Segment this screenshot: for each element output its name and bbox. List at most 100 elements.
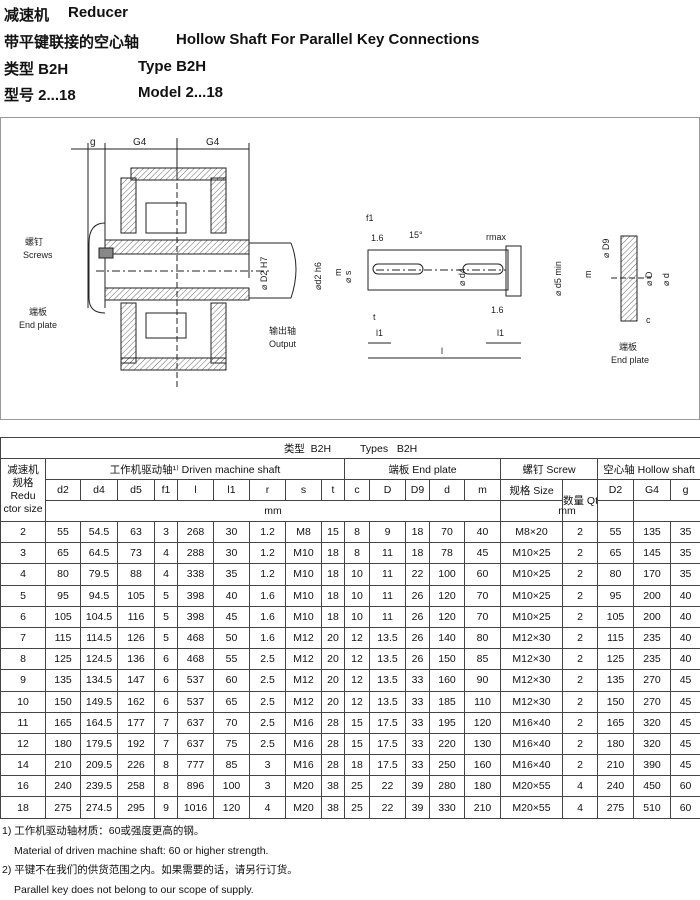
table-cell: 54.5	[81, 522, 118, 543]
table-cell: 45	[214, 606, 250, 627]
roughness-1: 1.6	[371, 233, 384, 243]
table-cell: 135	[634, 522, 671, 543]
table-cell: 35	[671, 522, 700, 543]
dim-D: ⌀ D	[644, 271, 654, 286]
table-cell: 398	[178, 606, 214, 627]
table-cell: 180	[46, 733, 81, 754]
col-header: s	[286, 480, 322, 501]
table-cell: 10	[1, 691, 46, 712]
table-cell: 120	[430, 606, 465, 627]
table-cell: 12	[1, 733, 46, 754]
table-cell: 537	[178, 691, 214, 712]
table-cell: 4	[250, 797, 286, 818]
table-cell: 2	[563, 691, 598, 712]
table-cell: M8	[286, 522, 322, 543]
table-cell: 33	[406, 733, 430, 754]
table-cell: 7	[1, 627, 46, 648]
hollow-shaft-header: 空心轴 Hollow shaft	[598, 459, 700, 480]
table-cell: 4	[563, 797, 598, 818]
table-cell: 2	[563, 755, 598, 776]
table-cell: 135	[46, 670, 81, 691]
table-cell: 170	[634, 564, 671, 585]
table-cell: 149.5	[81, 691, 118, 712]
table-cell: 2	[563, 712, 598, 733]
title-en: Hollow Shaft For Parallel Key Connection…	[176, 31, 479, 48]
table-cell: 70	[465, 585, 501, 606]
table-cell: 28	[322, 733, 345, 754]
table-cell: 9	[155, 797, 178, 818]
table-cell: 140	[430, 627, 465, 648]
table-cell: 8	[345, 543, 370, 564]
table-cell: 537	[178, 670, 214, 691]
table-cell: 95	[46, 585, 81, 606]
table-cell: 2	[563, 606, 598, 627]
table-cell: 250	[430, 755, 465, 776]
table-cell: M10	[286, 543, 322, 564]
table-cell: 5	[155, 585, 178, 606]
table-cell: M16	[286, 712, 322, 733]
table-cell: 64.5	[81, 543, 118, 564]
table-cell: M12	[286, 670, 322, 691]
table-cell: 180	[465, 776, 501, 797]
size-header: 减速机 规格 Redu ctor size	[1, 459, 46, 522]
col-header: d5	[118, 480, 155, 501]
table-cell: 116	[118, 606, 155, 627]
table-cell: 450	[634, 776, 671, 797]
col-header: m	[465, 480, 501, 501]
table-cell: 6	[155, 670, 178, 691]
table-cell: M12×30	[501, 691, 563, 712]
table-cell: 20	[322, 670, 345, 691]
table-cell: 14	[1, 755, 46, 776]
technical-drawing: g G4 G4 螺钉 Screws 端板 End plate 输出轴 Outpu…	[0, 117, 700, 420]
table-cell: 28	[322, 755, 345, 776]
col-header: d	[430, 480, 465, 501]
table-cell: 2	[563, 543, 598, 564]
table-cell: 220	[430, 733, 465, 754]
table-cell: 3	[250, 755, 286, 776]
table-cell: 38	[322, 776, 345, 797]
label-endplate2-cn: 端板	[619, 341, 637, 352]
table-cell: 320	[634, 733, 671, 754]
table-cell: 70	[465, 606, 501, 627]
table-cell: M10×25	[501, 543, 563, 564]
table-cell: 75	[214, 733, 250, 754]
table-cell: 55	[598, 522, 634, 543]
dim-l: l	[441, 346, 443, 356]
table-cell: 18	[1, 797, 46, 818]
title-cn: 类型 B2H	[4, 58, 68, 79]
table-cell: 18	[322, 543, 345, 564]
table-cell: 60	[671, 797, 700, 818]
table-cell: 28	[322, 712, 345, 733]
table-cell: M12	[286, 649, 322, 670]
note-2-en: Parallel key does not belong to our scop…	[2, 881, 298, 900]
table-cell: 288	[178, 543, 214, 564]
table-cell: 210	[465, 797, 501, 818]
table-cell: 330	[430, 797, 465, 818]
note-2-cn: 2) 平键不在我们的供货范围之内。如果需要的话，请另行订货。	[2, 861, 298, 881]
table-cell: 195	[430, 712, 465, 733]
table-cell: M10×25	[501, 564, 563, 585]
table-cell: 2.5	[250, 649, 286, 670]
table-cell: 1.2	[250, 522, 286, 543]
table-cell: 210	[46, 755, 81, 776]
table-cell: 9	[1, 670, 46, 691]
table-cell: 115	[46, 627, 81, 648]
table-cell: 8	[345, 522, 370, 543]
title-cn: 减速机	[4, 4, 49, 25]
table-cell: 4	[563, 776, 598, 797]
table-cell: 63	[118, 522, 155, 543]
table-cell: 105	[46, 606, 81, 627]
label-screws-en: Screws	[23, 250, 53, 260]
table-cell: 390	[634, 755, 671, 776]
table-cell: 12	[345, 649, 370, 670]
table-cell: 150	[46, 691, 81, 712]
dim-m-endplate: m	[583, 271, 593, 279]
label-output-en: Output	[269, 339, 297, 349]
title-en: Reducer	[68, 4, 128, 21]
table-cell: 2.5	[250, 691, 286, 712]
table-cell: 165	[598, 712, 634, 733]
table-cell: 200	[634, 606, 671, 627]
table-cell: 2	[563, 585, 598, 606]
